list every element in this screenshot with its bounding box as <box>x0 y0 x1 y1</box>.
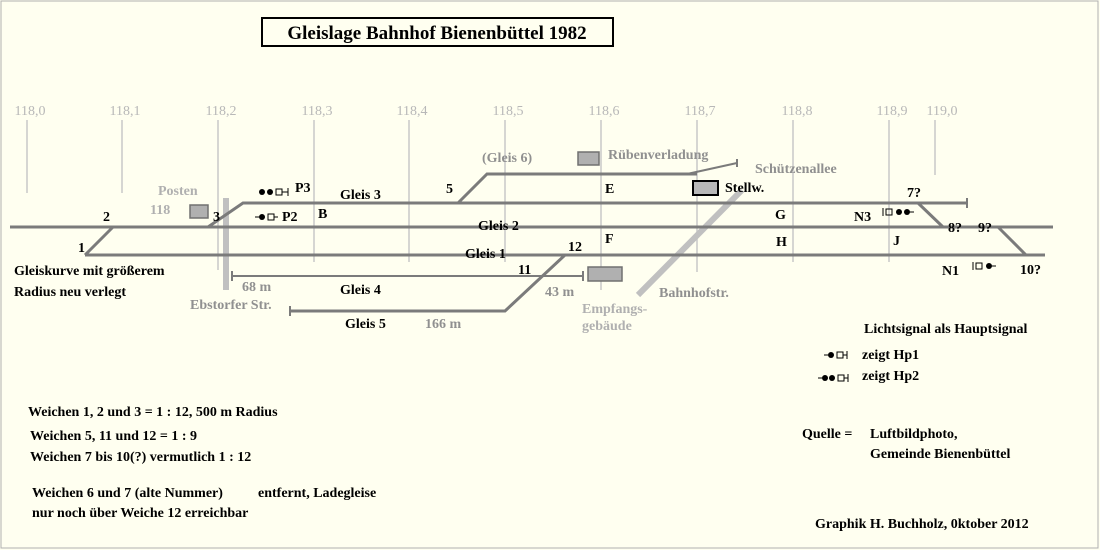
source-line2: Gemeinde Bienenbüttel <box>870 447 1010 462</box>
switch-2: 2 <box>103 210 110 225</box>
track-gleis6-end <box>686 162 738 175</box>
legend-hp1-symbol <box>824 351 848 359</box>
empfang-building <box>587 266 623 282</box>
km-label: 118,5 <box>493 104 524 119</box>
note-removed-1: Weichen 6 und 7 (alte Nummer) <box>32 486 223 501</box>
signal-label-p2: P2 <box>282 210 298 225</box>
signal-p2 <box>255 213 278 221</box>
note-removed-1b: entfernt, Ladegleise <box>258 486 376 501</box>
signal-n3 <box>882 208 914 216</box>
letter-f: F <box>605 232 614 247</box>
km-label: 118,7 <box>685 104 716 119</box>
legend-heading: Lichtsignal als Hauptsignal <box>864 322 1027 337</box>
note-removed-2: nur noch über Weiche 12 erreichbar <box>32 506 248 521</box>
note-kurve-1: Gleiskurve mit größerem <box>14 264 165 279</box>
tracks <box>10 159 1053 316</box>
km-label: 118,8 <box>782 104 813 119</box>
label-gleis1: Gleis 1 <box>465 247 506 262</box>
track-curve-1 <box>83 225 115 257</box>
km-label: 118,3 <box>302 104 333 119</box>
note-weichen-3: Weichen 7 bis 10(?) vermutlich 1 : 12 <box>30 450 251 465</box>
length-43: 43 m <box>545 285 575 300</box>
signal-n1 <box>972 262 996 270</box>
switch-1: 1 <box>78 241 85 256</box>
legend-hp2: zeigt Hp2 <box>862 369 919 384</box>
km-labels: 118,0 118,1 118,2 118,3 118,4 118,5 118,… <box>15 104 958 119</box>
rueben-label: Rübenverladung <box>608 148 708 163</box>
rueben-building <box>577 151 600 166</box>
empfang-label-2: gebäude <box>582 319 632 334</box>
length-gleis4: 68 m <box>242 280 272 295</box>
legend-hp1: zeigt Hp1 <box>862 348 919 363</box>
letter-b: B <box>318 207 327 222</box>
switch-9: 9? <box>978 221 992 236</box>
posten-label: Posten <box>158 184 198 199</box>
label-gleis2: Gleis 2 <box>478 219 519 234</box>
switch-5: 5 <box>446 182 453 197</box>
letter-g: G <box>775 208 786 223</box>
letter-h: H <box>776 235 787 250</box>
page-title: Gleislage Bahnhof Bienenbüttel 1982 <box>287 23 586 44</box>
km-label: 118,2 <box>206 104 237 119</box>
signal-label-p3: P3 <box>295 181 311 196</box>
label-gleis6: (Gleis 6) <box>482 151 532 166</box>
switch-11: 11 <box>518 263 531 278</box>
switch-8: 8? <box>948 221 962 236</box>
km-label: 118,4 <box>397 104 428 119</box>
switch-10: 10? <box>1020 263 1041 278</box>
legend-hp2-symbol <box>818 374 849 382</box>
length-gleis5: 166 m <box>425 317 462 332</box>
stellwerk-label: Stellw. <box>725 181 764 196</box>
street-ebstorfer: Ebstorfer Str. <box>190 298 272 313</box>
km-label: 118,6 <box>589 104 620 119</box>
note-weichen-1: Weichen 1, 2 und 3 = 1 : 12, 500 m Radiu… <box>28 405 278 420</box>
posten-number: 118 <box>150 203 170 218</box>
switch-12: 12 <box>568 240 582 255</box>
km-label: 118,1 <box>110 104 141 119</box>
signal-p3 <box>259 188 289 196</box>
track-gleis3 <box>207 201 967 229</box>
km-label: 118,9 <box>877 104 908 119</box>
bahnhof-street <box>635 187 745 298</box>
track-gleis6 <box>456 172 697 205</box>
stellwerk-building <box>692 180 719 196</box>
switch-7: 7? <box>907 186 921 201</box>
label-gleis3: Gleis 3 <box>340 188 381 203</box>
track-gleis5 <box>290 253 567 313</box>
track-crossover-9-10 <box>996 225 1028 257</box>
signal-label-n3: N3 <box>854 210 871 225</box>
letter-e: E <box>605 182 614 197</box>
label-gleis4: Gleis 4 <box>340 283 381 298</box>
switch-3: 3 <box>213 210 220 225</box>
note-kurve-2: Radius neu verlegt <box>14 285 126 300</box>
note-weichen-2: Weichen 5, 11 und 12 = 1 : 9 <box>30 429 197 444</box>
empfang-label-1: Empfangs- <box>582 302 648 317</box>
posten-building <box>189 204 209 219</box>
street-bahnhof: Bahnhofstr. <box>659 286 729 301</box>
km-label: 119,0 <box>927 104 958 119</box>
street-schuetzenallee: Schützenallee <box>755 162 837 177</box>
source-label: Quelle = <box>802 427 852 442</box>
km-ticks <box>26 120 936 290</box>
track-crossover-7-8 <box>916 201 945 229</box>
source-line1: Luftbildphoto, <box>870 427 958 442</box>
credit: Graphik H. Buchholz, 0ktober 2012 <box>815 517 1029 532</box>
letter-j: J <box>893 234 900 249</box>
title-box <box>261 17 614 47</box>
label-gleis5: Gleis 5 <box>345 317 386 332</box>
km-label: 118,0 <box>15 104 46 119</box>
signal-label-n1: N1 <box>942 264 959 279</box>
